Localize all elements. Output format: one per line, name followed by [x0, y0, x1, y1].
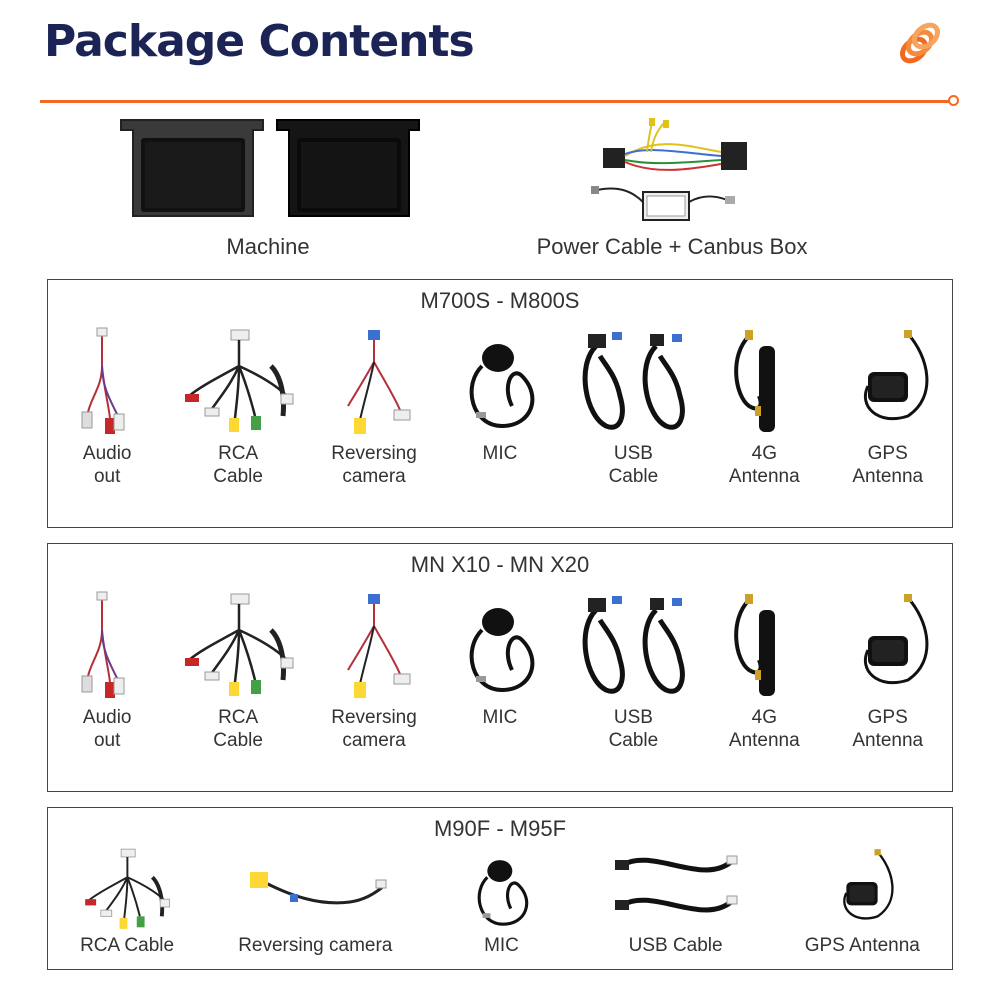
section-m90f-m95f: M90F - M95F RCA Cable Reversing camera M…: [47, 807, 953, 970]
gps-antenna-icon: [863, 328, 929, 421]
section-title: M90F - M95F: [433, 816, 567, 841]
audio-out-cable-icon: [81, 327, 126, 435]
rca-cable-icon: [181, 590, 296, 700]
item-reversing-camera: Reversing camera: [324, 326, 424, 488]
audio-out-cable-icon: [81, 591, 126, 699]
item-rca-cable: RCA Cable: [181, 590, 296, 752]
reversing-camera-cable-icon: [250, 872, 387, 905]
item-gps-antenna: GPS Antenna: [838, 590, 938, 752]
item-label: GPS Antenna: [852, 707, 924, 751]
item-label: Audio out: [82, 707, 132, 751]
item-label: RCA Cable: [213, 707, 263, 751]
item-audio-out: Audio out: [62, 590, 152, 752]
usb-cable-icon: [614, 855, 738, 913]
item-mic: MIC: [452, 326, 547, 465]
item-usb-cable: USB Cable: [576, 326, 691, 488]
section-items: Audio out RCA Cable Reversing camera MIC…: [48, 590, 952, 781]
item-label: USB Cable: [608, 707, 659, 751]
head-unit-frames-icon: [120, 119, 420, 217]
item-reversing-camera: Reversing camera: [324, 590, 424, 752]
item-audio-out: Audio out: [62, 326, 152, 488]
mic-icon: [478, 858, 529, 926]
item-rca-cable: RCA Cable: [181, 326, 296, 488]
machine-item: Machine: [108, 116, 428, 260]
rca-cable-icon: [181, 326, 296, 436]
power-cable-label: Power Cable + Canbus Box: [536, 234, 808, 259]
item-reversing-camera: Reversing camera: [238, 846, 392, 957]
rca-cable-icon: [83, 847, 172, 931]
item-label: Reversing camera: [331, 707, 417, 751]
item-label: USB Cable: [628, 935, 723, 956]
item-4g-antenna: 4G Antenna: [719, 326, 809, 488]
item-label: USB Cable: [608, 443, 659, 487]
section-m700s-m800s: M700S - M800S Audio out RCA Cable Revers…: [47, 279, 953, 528]
usb-cable-icon: [576, 326, 691, 436]
reversing-camera-cable-icon: [347, 593, 412, 699]
item-4g-antenna: 4G Antenna: [719, 590, 809, 752]
section-title: MN X10 - MN X20: [410, 552, 590, 577]
item-label: Reversing camera: [238, 935, 393, 956]
4g-antenna-icon: [734, 592, 778, 698]
item-rca-cable: RCA Cable: [80, 846, 174, 957]
item-gps-antenna: GPS Antenna: [838, 326, 938, 488]
item-usb-cable: USB Cable: [576, 590, 691, 752]
item-label: MIC: [484, 935, 519, 956]
item-label: GPS Antenna: [804, 935, 920, 956]
item-gps-antenna: GPS Antenna: [805, 846, 920, 957]
item-label: 4G Antenna: [728, 707, 800, 751]
4g-antenna-icon: [734, 328, 778, 434]
wiring-harness-canbus-icon: [591, 118, 747, 221]
header-divider-end-dot: [948, 95, 959, 106]
machine-label: Machine: [226, 234, 310, 259]
item-label: 4G Antenna: [728, 443, 800, 487]
usb-cable-icon: [576, 590, 691, 700]
item-label: Reversing camera: [331, 443, 417, 487]
gps-antenna-icon: [843, 847, 894, 920]
item-label: MIC: [482, 443, 518, 464]
reversing-camera-cable-icon: [347, 329, 412, 435]
item-mic: MIC: [456, 846, 546, 957]
gps-antenna-icon: [863, 592, 929, 685]
page-title: Package Contents: [44, 16, 475, 67]
mic-icon: [470, 606, 535, 692]
orange-coil-logo-icon: [899, 22, 941, 64]
item-label: RCA Cable: [80, 935, 175, 956]
section-items: RCA Cable Reversing camera MIC: [48, 846, 952, 959]
item-label: Audio out: [82, 443, 132, 487]
item-label: MIC: [482, 707, 518, 728]
section-items: Audio out RCA Cable Reversing camera MIC…: [48, 326, 952, 517]
power-cable-item: Power Cable + Canbus Box: [516, 116, 828, 260]
item-label: GPS Antenna: [852, 443, 924, 487]
header-divider: [40, 100, 950, 103]
item-usb-cable: USB Cable: [611, 846, 741, 957]
item-label: RCA Cable: [213, 443, 263, 487]
section-title: M700S - M800S: [420, 288, 580, 313]
section-mn-x10-mn-x20: MN X10 - MN X20 Audio out RCA Cable Reve…: [47, 543, 953, 792]
mic-icon: [470, 342, 535, 428]
item-mic: MIC: [452, 590, 547, 729]
